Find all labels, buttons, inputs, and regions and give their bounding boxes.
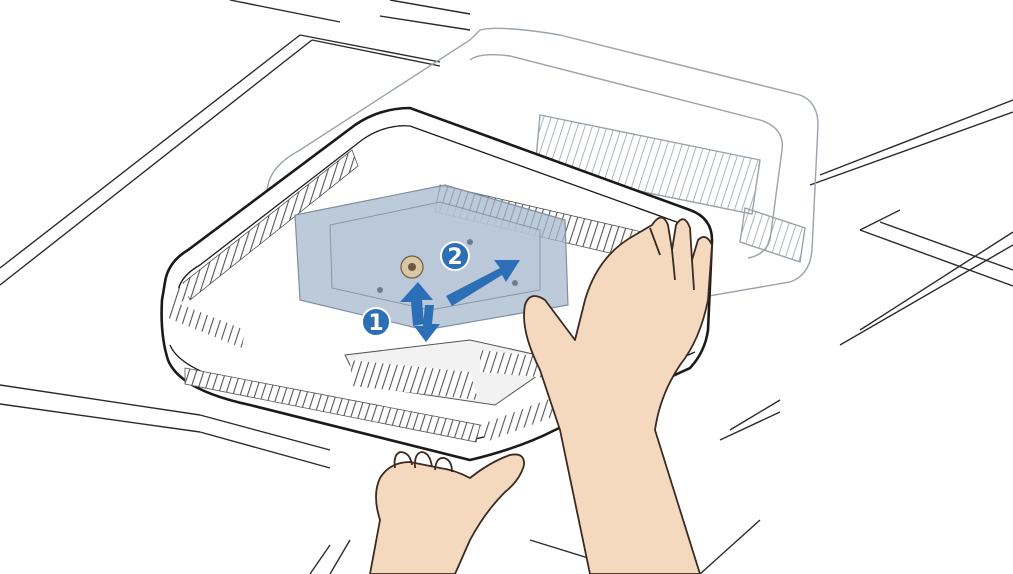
step-1-badge: 1 (362, 308, 390, 336)
hand-left (370, 452, 524, 574)
step-1-number: 1 (368, 311, 383, 336)
step-2-badge: 2 (441, 242, 469, 270)
step-2-number: 2 (447, 245, 462, 270)
